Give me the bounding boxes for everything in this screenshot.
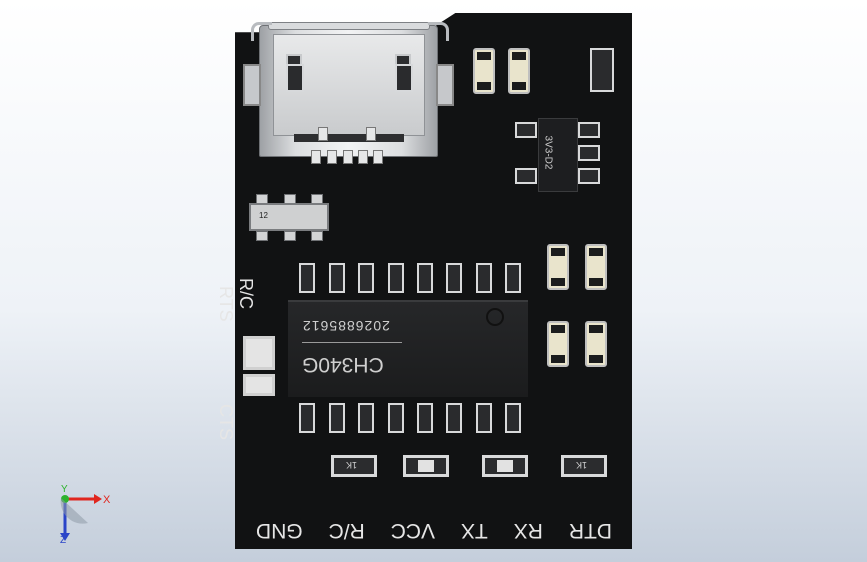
voltage-regulator: 3V3-D2 [538,118,578,192]
usb-pin [311,150,321,164]
capacitor [508,48,530,94]
header-label-row: DTR RX TX VCC R/C GND [256,516,612,544]
usb-pin [318,127,328,141]
usb-right-arm [428,22,449,41]
label-dtr: DTR [568,519,612,542]
capacitor [473,48,495,94]
usb-left-arm [251,22,272,41]
usb-pin [343,150,353,164]
ic-pin [358,263,374,293]
label-rc: R/C [328,519,365,542]
usb-pin [327,150,337,164]
axis-shadow [60,498,88,524]
led [590,48,614,92]
regulator-pad [578,168,600,184]
jumper-pad [243,336,275,370]
z-axis-arrow [60,533,70,541]
usb-slot [294,134,404,142]
regulator-pad [578,145,600,161]
regulator-pad [578,122,600,138]
ic-pin [388,403,404,433]
ic-name: CH340G [302,353,384,376]
resistor [403,455,449,477]
capacitor [547,321,569,367]
crystal-mark: 12 [259,211,268,220]
resistor [482,455,528,477]
resistor: 1K [331,455,377,477]
ic-pin [388,263,404,293]
usb-pin [373,150,383,164]
label-gnd: GND [256,519,303,542]
label-cts: CTS [216,404,236,440]
capacitor [585,244,607,290]
usb-pin [358,150,368,164]
label-tx: TX [460,519,488,542]
pin1-dot [486,308,504,326]
resistor-mark: 1K [576,460,588,470]
axis-triad: X Y Z [60,484,111,543]
capacitor [585,321,607,367]
regulator-pad [515,168,537,184]
label-rc-left: R/C [236,278,256,309]
crystal-pad [284,231,296,241]
z-axis-label: Z [60,535,66,543]
usb-mount-pad-right [436,64,454,106]
ic-pin [417,263,433,293]
crystal-oscillator: 12 [249,203,329,231]
ch340g-chip: 2026885612 CH340G [288,300,528,397]
x-axis-arrow [94,494,102,504]
regulator-mark: 3V3-D2 [542,135,554,170]
ic-pin [417,403,433,433]
capacitor [547,244,569,290]
ic-code: 2026885612 [302,318,390,334]
usb-mount-pad-left [243,64,261,106]
ic-pin [505,403,521,433]
resistor: 1K [561,455,607,477]
resistor-mark: 1K [346,460,358,470]
ic-pin [476,403,492,433]
label-rts: RTS [216,286,236,322]
ic-pin [358,403,374,433]
x-axis-label: X [103,494,111,506]
ic-pin [329,403,345,433]
usb-pin [366,127,376,141]
regulator-pad [515,122,537,138]
ic-pin [446,403,462,433]
ic-pin [505,263,521,293]
ic-pin [299,403,315,433]
label-rx: RX [513,519,543,542]
label-vcc: VCC [390,519,436,542]
usb-left-foot [286,64,304,92]
usb-right-foot [395,64,413,92]
jumper-pad [243,374,275,396]
crystal-pad [256,231,268,241]
ic-pin [476,263,492,293]
ic-pin [446,263,462,293]
usb-connector-lip [268,22,430,30]
ic-pin [299,263,315,293]
crystal-pad [311,231,323,241]
y-axis-label: Y [61,484,68,495]
ic-pin [329,263,345,293]
